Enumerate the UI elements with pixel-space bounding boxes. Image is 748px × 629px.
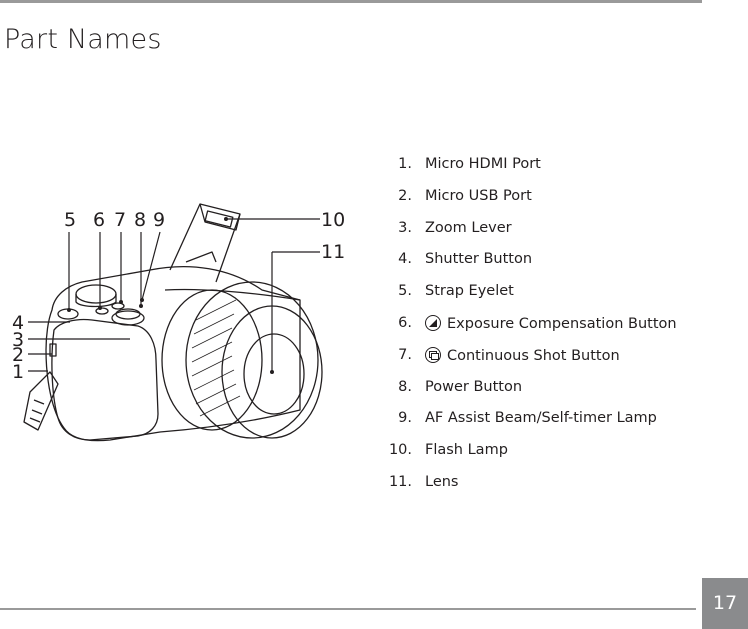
callout-11: 11 xyxy=(321,241,345,263)
callout-2: 2 xyxy=(12,344,24,366)
lens-glass xyxy=(243,333,305,415)
callout-8: 8 xyxy=(134,209,146,231)
callout-10: 10 xyxy=(321,209,345,231)
lens-rear xyxy=(161,289,263,431)
camera-body xyxy=(45,265,301,442)
flash-popup xyxy=(169,203,241,283)
camera-grip xyxy=(51,318,159,441)
callout-4: 4 xyxy=(12,312,24,334)
callout-5: 5 xyxy=(64,209,76,231)
callout-3: 3 xyxy=(12,329,24,351)
lens-barrel xyxy=(185,281,319,439)
page-number: 17 xyxy=(702,578,748,629)
callout-6: 6 xyxy=(93,209,105,231)
continuous-shot-icon xyxy=(425,346,441,363)
top-rule xyxy=(0,0,702,3)
exposure-compensation-icon xyxy=(425,314,441,331)
callout-1: 1 xyxy=(12,361,24,383)
port-cover xyxy=(23,371,59,431)
callout-7: 7 xyxy=(114,209,126,231)
page-title: Part Names xyxy=(4,24,162,55)
camera-diagram: 5 6 7 8 9 10 11 4 3 2 1 xyxy=(12,203,345,442)
callout-9: 9 xyxy=(153,209,165,231)
bottom-rule xyxy=(0,608,696,610)
mode-dial xyxy=(75,284,117,304)
